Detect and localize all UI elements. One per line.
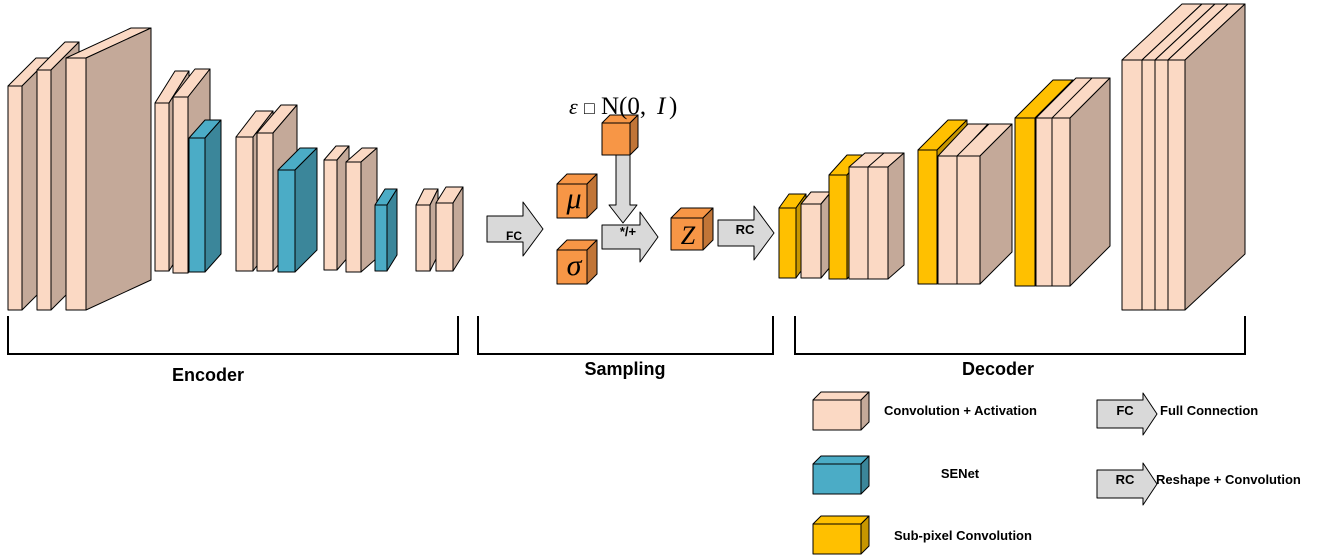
epsilon-missing-glyph: □ [584, 98, 595, 118]
encoder-conv-block-11-front [435, 202, 454, 272]
mu-block-front [556, 183, 588, 219]
decoder-conv-block-1 [800, 191, 832, 279]
rc-arrow [717, 205, 775, 261]
z-block [670, 207, 714, 251]
decoder-conv-block-3 [867, 152, 905, 280]
decoder-conv-block-3-front [867, 166, 889, 280]
encoder-conv-block-8 [323, 145, 350, 271]
mu-block [556, 173, 598, 219]
legend-senet-swatch-top [812, 455, 870, 465]
legend-fc-arrow [1096, 392, 1158, 436]
encoder-conv-block-3-side [85, 27, 152, 311]
legend-fc-abbr: FC [1116, 403, 1134, 418]
decoder-conv-block-8-front [1121, 59, 1143, 311]
encoder-conv-block-2-front [36, 69, 52, 311]
legend-conv-activation-text: Convolution + Activation [884, 403, 1037, 418]
epsilon-block-front [601, 122, 631, 156]
encoder-layer-stack [7, 27, 464, 311]
legend-senet-text: SENet [941, 466, 980, 481]
encoder-senet-block-3-front [374, 204, 388, 272]
encoder-senet-block-1-side [204, 119, 222, 273]
decoder-subpixel-block-2-front [828, 174, 848, 280]
sigma-block [556, 239, 598, 285]
decoder-subpixel-block-4-front [1014, 117, 1036, 287]
z-symbol: Z [681, 221, 696, 250]
decoder-layer-stack [778, 3, 1246, 311]
legend-subpixel-text: Sub-pixel Convolution [894, 528, 1032, 543]
encoder-conv-block-5-front [172, 96, 189, 274]
encoder-bracket [7, 316, 459, 355]
sampling-bracket [477, 316, 774, 355]
decoder-conv-block-7-front [1051, 117, 1071, 287]
legend-fc-text: Full Connection [1160, 403, 1258, 418]
sampling-label: Sampling [584, 359, 665, 379]
epsilon-close: ) [669, 93, 677, 120]
decoder-subpixel-block-3-front [917, 149, 938, 285]
encoder-conv-block-4-front [154, 102, 170, 272]
operation-arrow [601, 211, 659, 263]
encoder-conv-block-1-front [7, 85, 23, 311]
decoder-conv-block-7 [1051, 77, 1111, 287]
mu-symbol: μ [565, 182, 581, 215]
legend-rc-text: Reshape + Convolution [1156, 472, 1301, 487]
decoder-conv-block-3-side [887, 152, 905, 280]
legend-conv-activation-swatch [812, 391, 870, 431]
fc-arrow [486, 201, 544, 257]
encoder-conv-block-8-front [323, 159, 338, 271]
encoder-conv-block-10 [415, 188, 439, 272]
rc-arrow-label: RC [736, 222, 755, 237]
legend-subpixel-swatch [812, 515, 870, 555]
encoder-label: Encoder [172, 365, 244, 385]
encoder-senet-block-1-front [188, 137, 206, 273]
epsilon-block [601, 114, 639, 156]
decoder-conv-block-11 [1167, 3, 1246, 311]
decoder-label: Decoder [962, 359, 1034, 379]
decoder-conv-block-10-front [1154, 59, 1169, 311]
sigma-symbol: σ [567, 249, 583, 282]
operation-arrow-label: */+ [620, 224, 637, 239]
encoder-conv-block-6-front [235, 136, 254, 272]
legend-rc-arrow [1096, 462, 1158, 506]
legend-subpixel-swatch-top [812, 515, 870, 525]
decoder-conv-block-1-front [800, 203, 822, 279]
z-block-front [670, 217, 704, 251]
decoder-conv-block-4-front [937, 155, 959, 285]
encoder-conv-block-10-front [415, 204, 431, 272]
legend [812, 391, 1158, 555]
legend-conv-activation-swatch-front [812, 399, 862, 431]
decoder-conv-block-2-front [848, 166, 870, 280]
encoder-conv-block-3 [65, 27, 152, 311]
legend-conv-activation-swatch-top [812, 391, 870, 401]
encoder-conv-block-9 [345, 147, 378, 273]
encoder-senet-block-2-front [277, 169, 296, 273]
decoder-conv-block-5-front [956, 155, 981, 285]
decoder-subpixel-block-1-front [778, 207, 797, 279]
sigma-block-front [556, 249, 588, 285]
decoder-conv-block-9-front [1141, 59, 1156, 311]
epsilon-down-arrow [608, 154, 638, 224]
decoder-conv-block-6-front [1035, 117, 1054, 287]
epsilon-identity: I [656, 93, 667, 120]
encoder-senet-block-1 [188, 119, 222, 273]
decoder-conv-block-5 [956, 123, 1013, 285]
encoder-conv-block-3-front [65, 57, 87, 311]
encoder-senet-block-3 [374, 188, 398, 272]
epsilon-symbol: ε [569, 94, 578, 119]
legend-senet-swatch-front [812, 463, 862, 495]
encoder-senet-block-2 [277, 147, 318, 273]
epsilon-distribution: N(0, [601, 93, 646, 120]
decoder-bracket [794, 316, 1246, 355]
legend-rc-abbr: RC [1116, 472, 1135, 487]
sampling-blocks [486, 114, 775, 285]
fc-arrow-label: FC [506, 229, 522, 243]
decoder-conv-block-11-front [1167, 59, 1186, 311]
legend-senet-swatch [812, 455, 870, 495]
encoder-conv-block-11 [435, 186, 464, 272]
encoder-senet-block-2-side [294, 147, 318, 273]
encoder-conv-block-9-front [345, 161, 362, 273]
legend-subpixel-swatch-front [812, 523, 862, 555]
encoder-conv-block-7-front [256, 132, 274, 272]
